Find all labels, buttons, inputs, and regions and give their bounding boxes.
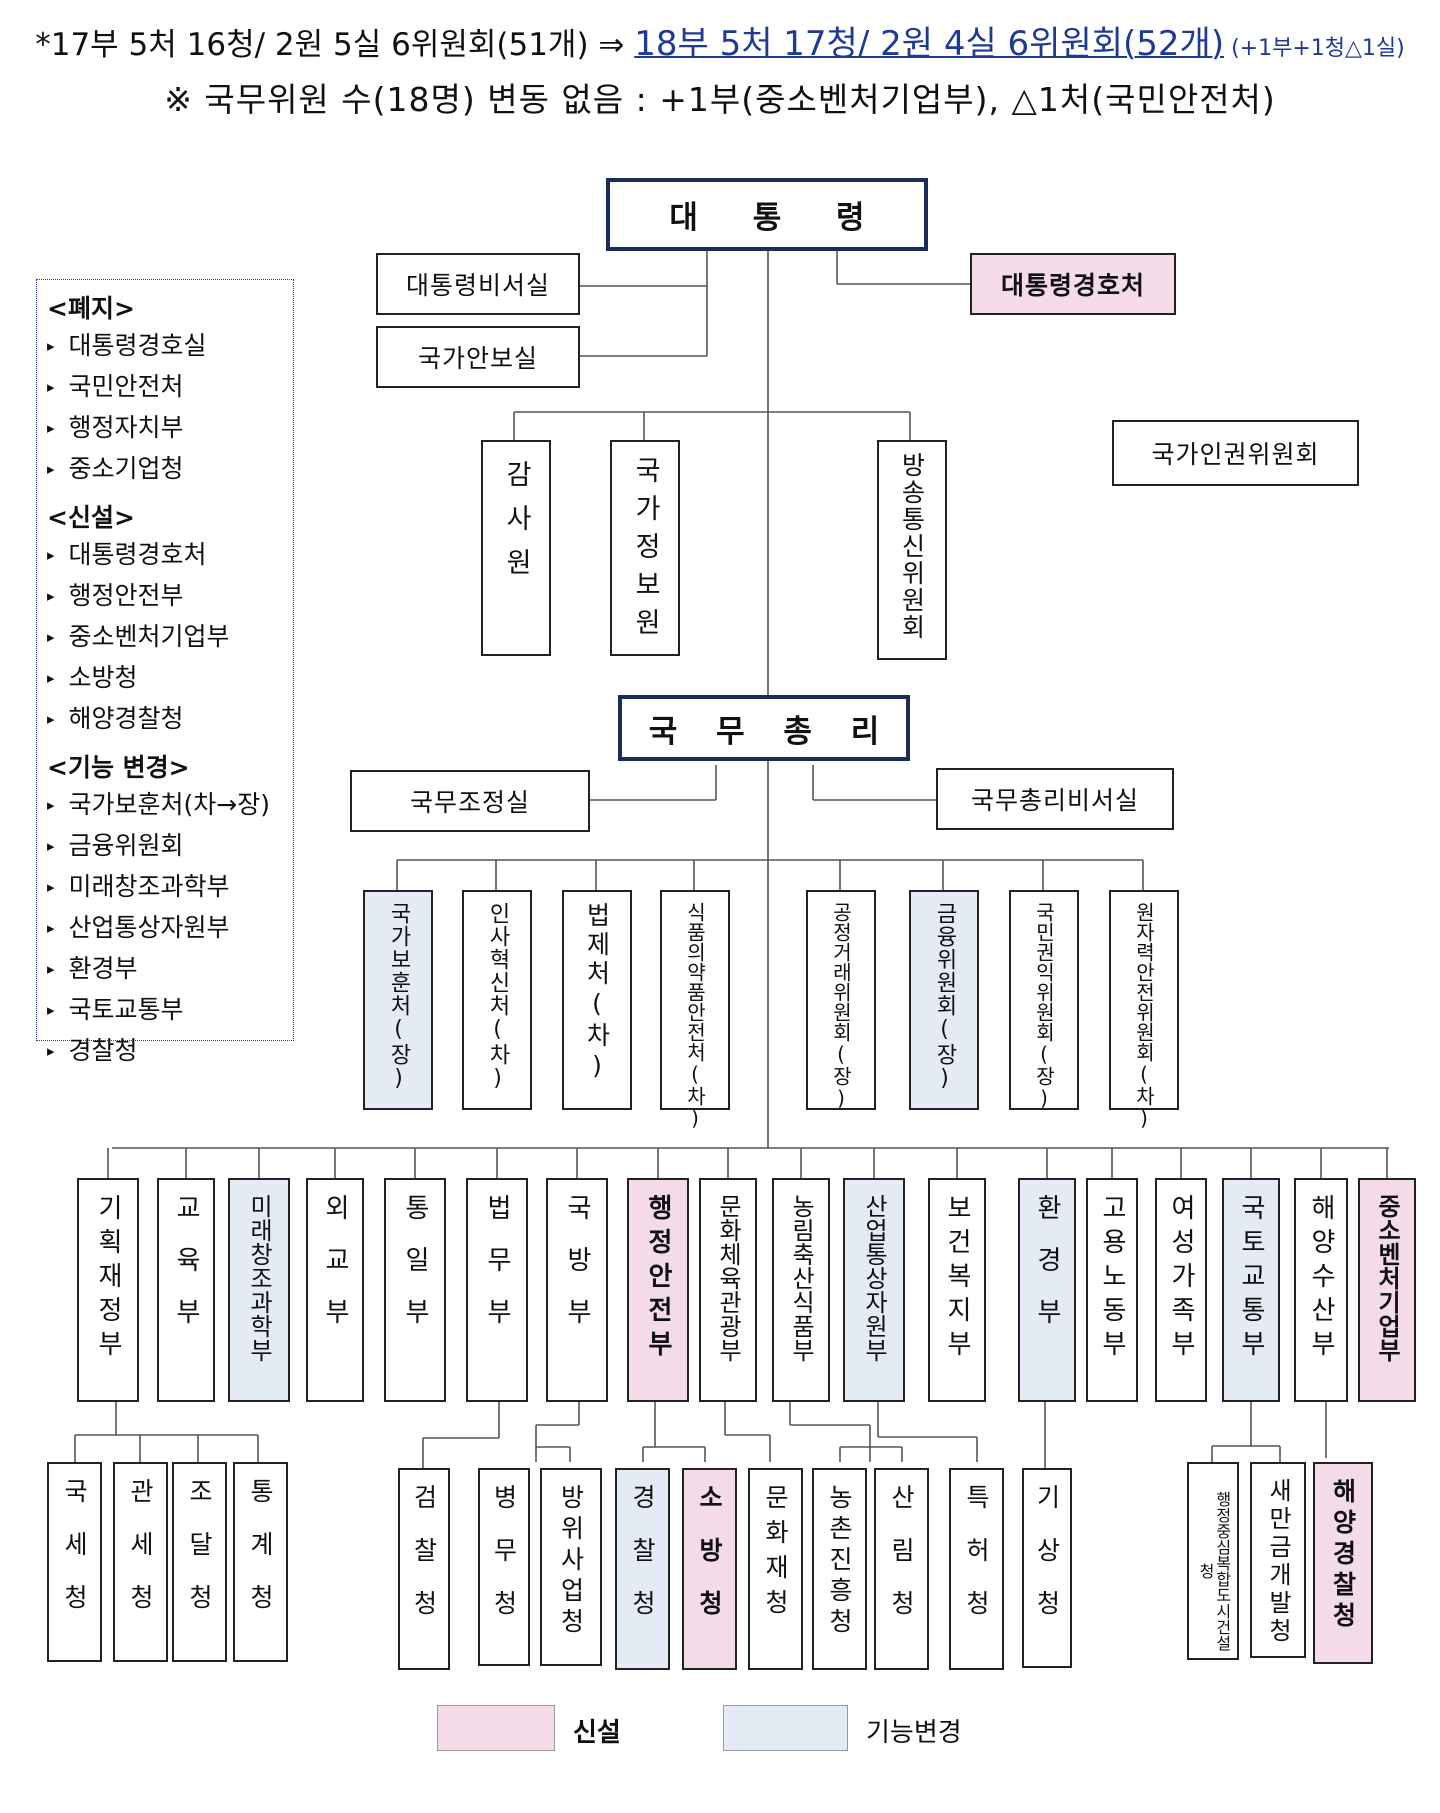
panel-item: 환경부 [47, 950, 293, 991]
nis-box[interactable]: 국가정보원 [610, 440, 680, 656]
ministry-box[interactable]: 통일부 [384, 1178, 446, 1402]
pm-agency-box[interactable]: 식품의약품안전처(차) [660, 890, 730, 1130]
ministry-box[interactable]: 해양수산부 [1294, 1178, 1348, 1402]
panel-item: 행정자치부 [47, 409, 293, 450]
pm-agency-box[interactable]: 법제처(차) [562, 890, 632, 1110]
panel-item: 국민안전처 [47, 368, 293, 409]
ministry-box[interactable]: 여성가족부 [1155, 1178, 1207, 1402]
pm-agency-box[interactable]: 공정거래위원회(장) [806, 890, 876, 1110]
summary-note: (+1부+1청△1실) [1224, 36, 1405, 61]
pm-agency-box[interactable]: 국민권익위원회(장) [1009, 890, 1079, 1110]
agency-box[interactable]: 조달청 [172, 1462, 227, 1662]
legend-changed-label: 기능변경 [866, 1718, 962, 1748]
ministry-box[interactable]: 환경부 [1018, 1178, 1076, 1402]
summary-line-2: ※ 국무위원 수(18명) 변동 없음 : +1부(중소벤처기업부), △1처(… [164, 80, 1276, 119]
agency-box[interactable]: 문화재청 [748, 1468, 803, 1670]
pm-agency-box[interactable]: 인사혁신처(차) [462, 890, 532, 1110]
panel-section-title: <폐지> [47, 294, 135, 323]
agency-box[interactable]: 검찰청 [398, 1468, 450, 1670]
agency-box[interactable]: 경찰청 [615, 1468, 670, 1670]
summary-highlight: 18부 5처 17청/ 2원 4실 6위원회(52개) [634, 24, 1225, 64]
kcc-box[interactable]: 방송통신위원회 [877, 440, 947, 660]
panel-item: 해양경찰청 [47, 700, 293, 741]
agency-box[interactable]: 병무청 [478, 1468, 530, 1666]
ministry-box[interactable]: 교육부 [157, 1178, 215, 1402]
security-office-box[interactable]: 국가안보실 [376, 326, 580, 388]
panel-item: 금융위원회 [47, 827, 293, 868]
ministry-box[interactable]: 농림축산식품부 [772, 1178, 830, 1402]
legend-new-label: 신설 [573, 1718, 621, 1748]
human-rights-commission-box[interactable]: 국가인권위원회 [1112, 420, 1359, 486]
panel-item: 중소기업청 [47, 450, 293, 491]
panel-item: 경찰청 [47, 1032, 293, 1073]
audit-board-box[interactable]: 감사원 [481, 440, 551, 656]
agency-box[interactable]: 행정중심복합도시건설청 [1187, 1462, 1239, 1660]
ministry-box[interactable]: 보건복지부 [928, 1178, 986, 1402]
panel-item: 국토교통부 [47, 991, 293, 1032]
panel-item: 대통령경호처 [47, 536, 293, 577]
legend-changed-swatch [723, 1705, 848, 1751]
policy-coordination-box[interactable]: 국무조정실 [350, 770, 590, 832]
panel-item: 미래창조과학부 [47, 868, 293, 909]
agency-box[interactable]: 기상청 [1022, 1468, 1072, 1668]
agency-box[interactable]: 방위사업청 [540, 1468, 602, 1666]
panel-item: 중소벤처기업부 [47, 618, 293, 659]
security-service-box[interactable]: 대통령경호처 [970, 253, 1176, 315]
panel-section-title: <기능 변경> [47, 753, 190, 782]
ministry-box[interactable]: 국토교통부 [1222, 1178, 1280, 1402]
summary-line-1: *17부 5처 16청/ 2원 5실 6위원회(51개) ⇒ 18부 5처 17… [0, 16, 1440, 65]
pm-secretariat-box[interactable]: 국무총리비서실 [936, 768, 1174, 830]
agency-box[interactable]: 관세청 [113, 1462, 168, 1662]
ministry-box[interactable]: 고용노동부 [1086, 1178, 1138, 1402]
agency-box[interactable]: 산림청 [874, 1468, 929, 1670]
panel-item: 국가보훈처(차→장) [47, 786, 293, 827]
pm-agency-box[interactable]: 국가보훈처(장) [363, 890, 433, 1110]
panel-item: 산업통상자원부 [47, 909, 293, 950]
ministry-box[interactable]: 국방부 [546, 1178, 608, 1402]
agency-box[interactable]: 해양경찰청 [1313, 1462, 1373, 1664]
secretariat-box[interactable]: 대통령비서실 [376, 253, 580, 315]
agency-box[interactable]: 소방청 [682, 1468, 737, 1670]
ministry-box[interactable]: 미래창조과학부 [228, 1178, 290, 1402]
agency-box[interactable]: 특허청 [949, 1468, 1004, 1670]
pm-agency-box[interactable]: 원자력안전위원회(차) [1109, 890, 1179, 1130]
agency-box[interactable]: 새만금개발청 [1250, 1462, 1306, 1658]
ministry-box[interactable]: 중소벤처기업부 [1358, 1178, 1416, 1402]
change-summary-panel: <폐지> 대통령경호실국민안전처행정자치부중소기업청 <신설> 대통령경호처행정안전부… [36, 279, 294, 1065]
ministry-box[interactable]: 기획재정부 [77, 1178, 139, 1402]
ministry-box[interactable]: 법무부 [466, 1178, 528, 1402]
legend-new-swatch [437, 1705, 555, 1751]
panel-item: 행정안전부 [47, 577, 293, 618]
ministry-box[interactable]: 행정안전부 [627, 1178, 689, 1402]
prime-minister-box[interactable]: 국 무 총 리 [618, 695, 910, 761]
panel-section-title: <신설> [47, 503, 135, 532]
summary-before: *17부 5처 16청/ 2원 5실 6위원회(51개) ⇒ [35, 27, 635, 63]
panel-item: 소방청 [47, 659, 293, 700]
ministry-box[interactable]: 산업통상자원부 [843, 1178, 905, 1402]
ministry-box[interactable]: 외교부 [306, 1178, 364, 1402]
president-box[interactable]: 대 통 령 [606, 178, 928, 251]
agency-box[interactable]: 통계청 [233, 1462, 288, 1662]
pm-agency-box[interactable]: 금융위원회(장) [909, 890, 979, 1110]
agency-box[interactable]: 농촌진흥청 [812, 1468, 867, 1670]
agency-box[interactable]: 국세청 [47, 1462, 102, 1662]
panel-item: 대통령경호실 [47, 327, 293, 368]
ministry-box[interactable]: 문화체육관광부 [699, 1178, 757, 1402]
